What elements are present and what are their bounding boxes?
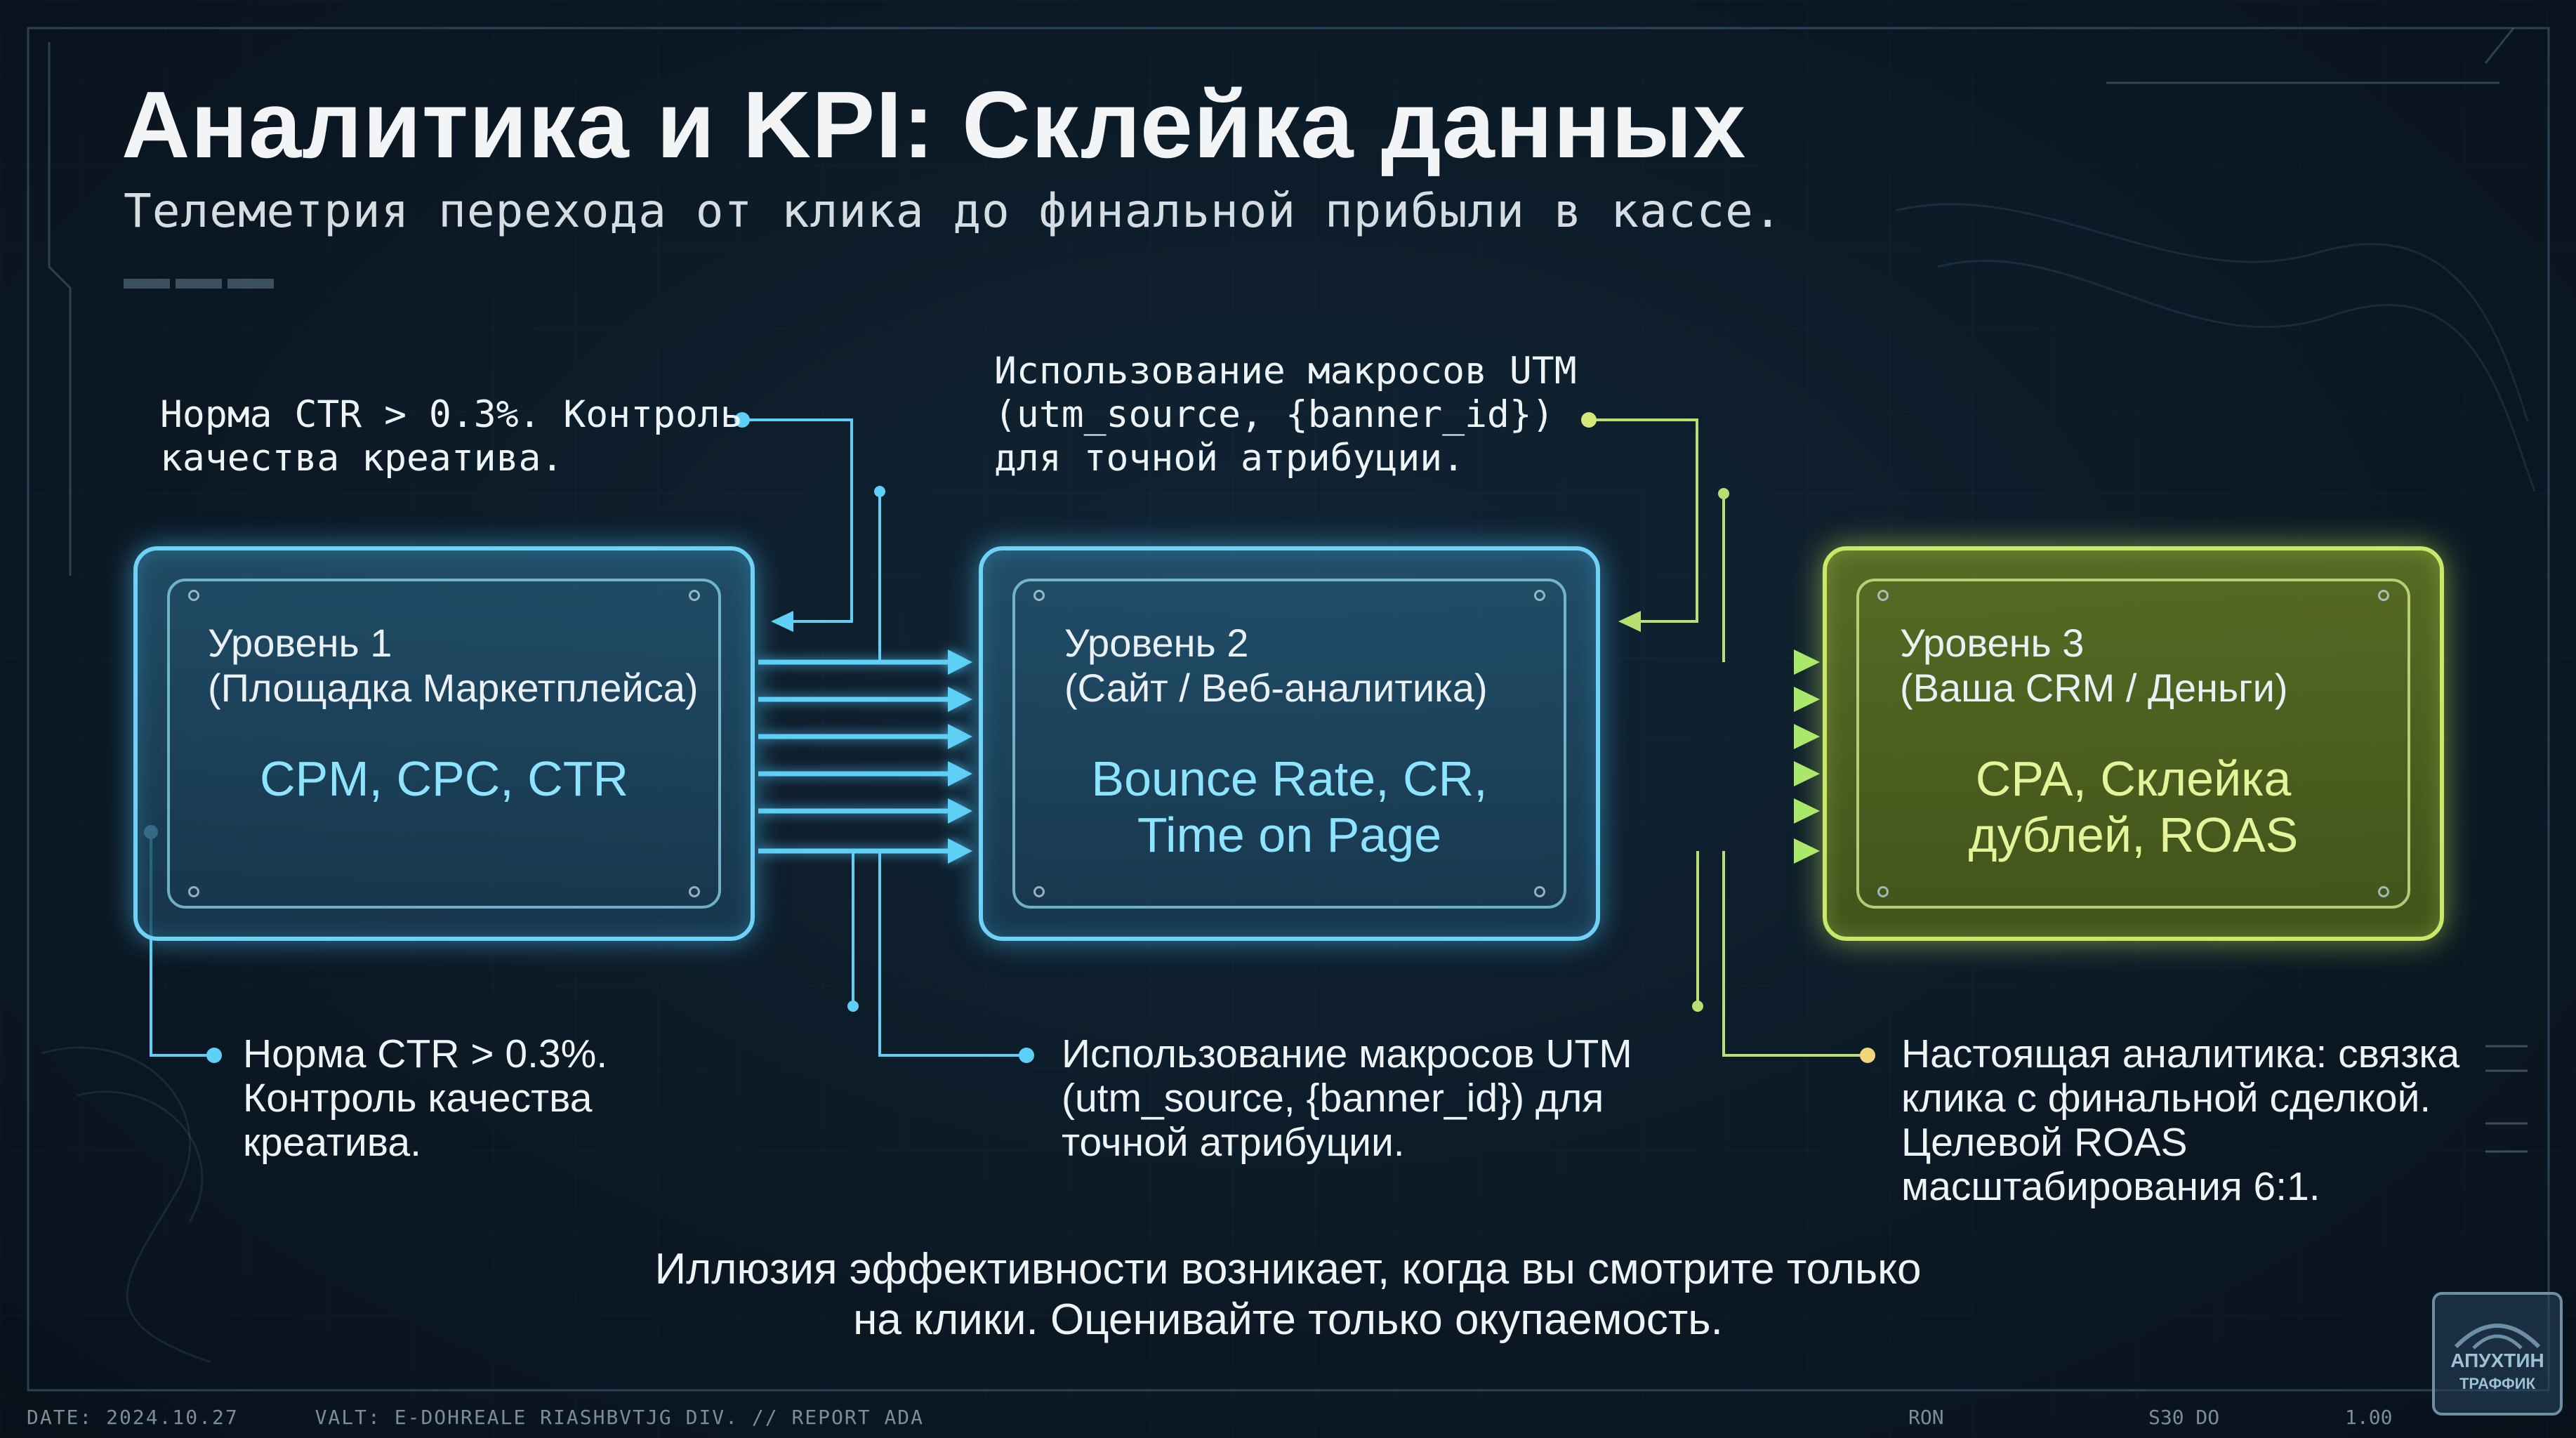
status-date: DATE: 2024.10.27: [27, 1406, 239, 1429]
level-label: Уровень 3 (Ваша CRM / Деньги): [1900, 621, 2412, 711]
level-metrics: CPA, Склейка дублей, ROAS: [1855, 751, 2412, 863]
panel-corner-dot: [2378, 886, 2389, 897]
level-title: Уровень 2: [1064, 621, 1249, 665]
arrows-1-to-2: [758, 649, 972, 864]
note-line: Использование макросов UTM: [994, 350, 1577, 393]
panel-corner-dot: [1534, 886, 1545, 897]
note-line: креатива.: [243, 1120, 421, 1165]
level-subtitle: (Площадка Маркетплейса): [208, 666, 699, 710]
logo-arc-icon: [2454, 1324, 2541, 1350]
note-line: Настоящая аналитика: связка: [1901, 1031, 2460, 1076]
note-bottom-level3: Настоящая аналитика: связка клика с фина…: [1901, 1032, 2459, 1209]
level-1-panel: Уровень 1 (Площадка Маркетплейса) CPM, C…: [133, 546, 755, 941]
status-bar: DATE: 2024.10.27 VALT: E-DOHREALE RIASHB…: [27, 1406, 987, 1429]
panel-corner-dot: [1033, 886, 1045, 897]
note-bottom-level2: Использование макросов UTM (utm_source, …: [1062, 1032, 1632, 1165]
level-title: Уровень 1: [208, 621, 392, 665]
status-right-3: 1.00: [2345, 1406, 2393, 1429]
status-right-1: RON: [1908, 1406, 1944, 1429]
status-valt: VALT: E-DOHREALE RIASHBVTJG DIV. // REPO…: [315, 1406, 925, 1429]
panel-inner-frame: [1856, 579, 2410, 909]
metrics-line: CPM, CPC, CTR: [260, 751, 628, 806]
panel-corner-dot: [188, 590, 199, 601]
note-line: точной атрибуции.: [1062, 1120, 1405, 1165]
level-subtitle: (Ваша CRM / Деньги): [1900, 666, 2288, 710]
note-line: Целевой ROAS: [1901, 1120, 2188, 1165]
level-subtitle: (Сайт / Веб-аналитика): [1064, 666, 1488, 710]
level-label: Уровень 2 (Сайт / Веб-аналитика): [1064, 621, 1568, 711]
page-subtitle: Телеметрия перехода от клика до финально…: [124, 184, 1783, 238]
level-title: Уровень 3: [1900, 621, 2085, 665]
panel-corner-dot: [1877, 590, 1889, 601]
callout-lines: [150, 418, 1868, 1057]
note-line: (utm_source, {banner_id}) для: [1062, 1076, 1604, 1121]
level-label: Уровень 1 (Площадка Маркетплейса): [208, 621, 722, 711]
note-line: Использование макросов UTM: [1062, 1031, 1632, 1076]
level-metrics: CPM, CPC, CTR: [166, 751, 722, 807]
panel-corner-dot: [188, 886, 199, 897]
metrics-line: Bounce Rate, CR,: [1091, 751, 1488, 806]
panel-corner-dot: [689, 590, 700, 601]
panel-inner-frame: [167, 579, 721, 909]
note-line: клика с финальной сделкой.: [1901, 1076, 2431, 1121]
note-line: Норма CTR > 0.3%. Контроль: [160, 393, 743, 436]
note-line: (utm_source, {banner_id}): [994, 393, 1554, 436]
metrics-line: CPA, Склейка: [1975, 751, 2292, 806]
note-line: качества креатива.: [160, 437, 564, 480]
level-metrics: Bounce Rate, CR, Time on Page: [1011, 751, 1568, 863]
note-line: Норма CTR > 0.3%.: [243, 1031, 608, 1076]
metrics-line: Time on Page: [1137, 807, 1442, 862]
status-right-2: S30 DO: [2148, 1406, 2220, 1429]
panel-corner-dot: [1877, 886, 1889, 897]
footer-quote-line: Иллюзия эффективности возникает, когда в…: [654, 1245, 1922, 1293]
callout-arrowheads: [771, 611, 793, 632]
arrows-2-to-3: [1604, 659, 1797, 854]
panel-corner-dot: [1033, 590, 1045, 601]
note-top-level2: Использование макросов UTM (utm_source, …: [994, 350, 1577, 480]
panel-corner-dot: [1534, 590, 1545, 601]
note-top-level1: Норма CTR > 0.3%. Контроль качества креа…: [160, 393, 743, 480]
level-3-panel: Уровень 3 (Ваша CRM / Деньги) CPA, Склей…: [1823, 546, 2444, 941]
panel-corner-dot: [689, 886, 700, 897]
arrowheads-2-to-3: [1794, 649, 1820, 864]
logo-line1: АПУХТИН: [2450, 1350, 2544, 1371]
page-title: Аналитика и KPI: Склейка данных: [121, 72, 1747, 178]
footer-quote-line: на клики. Оценивайте только окупаемость.: [853, 1295, 1723, 1344]
note-bottom-level1: Норма CTR > 0.3%. Контроль качества креа…: [243, 1032, 607, 1165]
brand-logo: АПУХТИН ТРАФФИК: [2432, 1292, 2563, 1416]
footer-quote: Иллюзия эффективности возникает, когда в…: [0, 1244, 2576, 1345]
logo-line2: ТРАФФИК: [2459, 1375, 2536, 1392]
metrics-line: дублей, ROAS: [1968, 807, 2299, 862]
level-2-panel: Уровень 2 (Сайт / Веб-аналитика) Bounce …: [979, 546, 1600, 941]
panel-corner-dot: [2378, 590, 2389, 601]
note-line: Контроль качества: [243, 1076, 593, 1121]
note-line: для точной атрибуции.: [994, 437, 1465, 480]
note-line: масштабирования 6:1.: [1901, 1164, 2320, 1209]
panel-inner-frame: [1012, 579, 1566, 909]
